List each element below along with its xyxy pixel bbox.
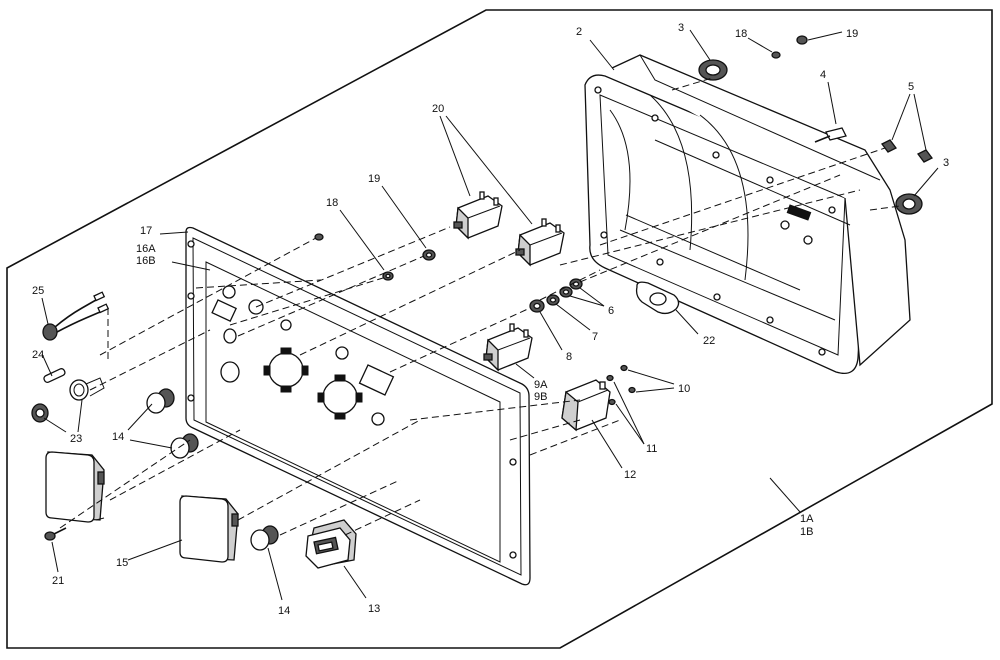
grommet-top: [698, 59, 728, 81]
relay-12: [561, 379, 611, 432]
fuse-holder-wired-25: [42, 291, 110, 341]
grommet-right: [895, 193, 923, 215]
callout-labels: 1A 1B 2 3 3 4 5 6 7 8 9A 9B 10 11 12 13 …: [32, 22, 949, 617]
fuse-holder-23: [31, 377, 105, 423]
label-14-upper: 14: [112, 431, 124, 443]
nut-19-top: [796, 35, 808, 45]
label-16b: 16B: [136, 255, 156, 267]
label-20: 20: [432, 103, 444, 115]
screw-10a: [620, 364, 628, 372]
label-22: 22: [703, 335, 715, 347]
circuit-breaker-20-left: [453, 191, 503, 240]
label-3-right: 3: [943, 157, 949, 169]
label-8: 8: [566, 351, 572, 363]
label-9b: 9B: [534, 391, 547, 403]
screw-11a: [606, 374, 614, 382]
receptacle-14-lower: [250, 525, 279, 551]
receptacle-14-middle: [170, 433, 199, 459]
hour-meter-13: [305, 519, 357, 569]
outlet-cover-15-right: [179, 495, 239, 563]
label-18-left: 18: [326, 197, 338, 209]
label-19-left: 19: [368, 173, 380, 185]
label-21: 21: [52, 575, 64, 587]
label-3-top: 3: [678, 22, 684, 34]
control-panel-17: [185, 226, 531, 586]
leader-lines: [41, 29, 939, 601]
washer-18-top: [771, 51, 781, 59]
circuit-breaker-9: [483, 323, 533, 372]
label-19-top: 19: [846, 28, 858, 40]
small-washer-upper: [314, 233, 324, 241]
circuit-breaker-20-right: [515, 218, 565, 267]
diagram-border: [6, 9, 993, 649]
assembly-lines: [59, 77, 901, 536]
fuse-24: [43, 368, 66, 384]
label-11: 11: [646, 443, 657, 455]
label-4: 4: [820, 69, 826, 81]
label-13: 13: [368, 603, 380, 615]
label-23: 23: [70, 433, 82, 445]
label-6: 6: [608, 305, 614, 317]
fittings-5: [881, 139, 933, 163]
label-2: 2: [576, 26, 582, 38]
label-1a: 1A: [800, 513, 814, 525]
label-25: 25: [32, 285, 44, 297]
bolt-4: [814, 127, 847, 143]
screw-11b: [608, 398, 616, 406]
outlet-cover-15-left: [45, 451, 105, 523]
gasket-22: [635, 281, 680, 315]
label-17: 17: [140, 225, 152, 237]
label-1b: 1B: [800, 526, 813, 538]
screw-10b: [628, 386, 636, 394]
label-18-top: 18: [735, 28, 747, 40]
label-10: 10: [678, 383, 690, 395]
label-15: 15: [116, 557, 128, 569]
control-box-housing: [584, 54, 911, 375]
label-7: 7: [592, 331, 598, 343]
receptacle-14-upper: [146, 388, 175, 414]
label-24: 24: [32, 349, 44, 361]
screw-21: [44, 527, 67, 541]
label-14-lower: 14: [278, 605, 290, 617]
label-5: 5: [908, 81, 914, 93]
label-12: 12: [624, 469, 636, 481]
label-16a: 16A: [136, 243, 156, 255]
label-9a: 9A: [534, 379, 548, 391]
